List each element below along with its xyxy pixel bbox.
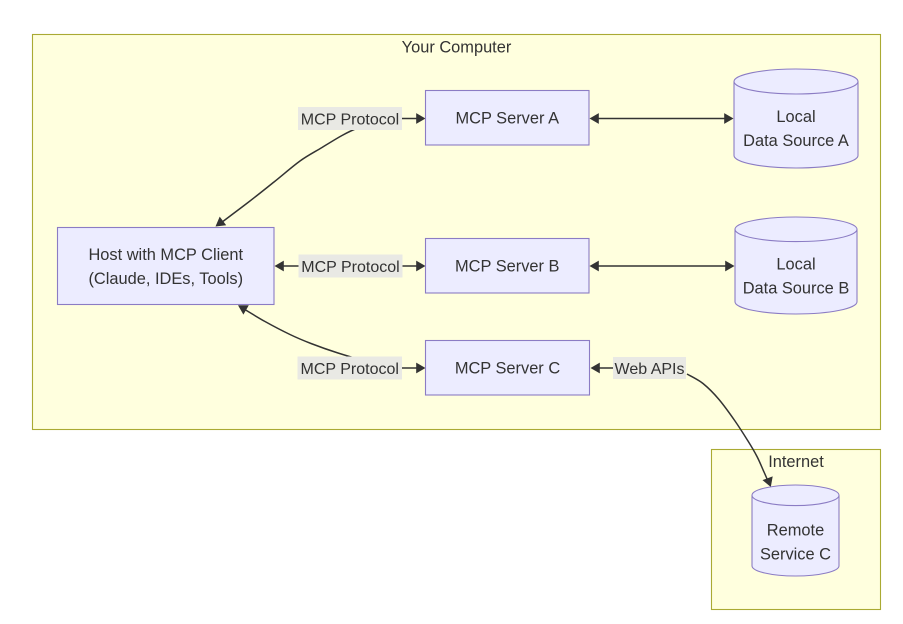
- svg-text:Remote: Remote: [767, 522, 824, 540]
- svg-text:MCP Protocol: MCP Protocol: [301, 111, 399, 128]
- svg-text:MCP Protocol: MCP Protocol: [301, 259, 399, 276]
- svg-text:Data Source B: Data Source B: [743, 280, 850, 298]
- svg-text:MCP Server C: MCP Server C: [455, 360, 561, 378]
- svg-text:Your Computer: Your Computer: [402, 39, 512, 57]
- svg-text:MCP Server B: MCP Server B: [455, 258, 560, 276]
- svg-text:Service C: Service C: [760, 546, 831, 564]
- svg-text:Data Source A: Data Source A: [743, 132, 849, 150]
- svg-text:Local: Local: [776, 256, 815, 274]
- svg-text:MCP Server A: MCP Server A: [455, 110, 559, 128]
- svg-text:MCP Protocol: MCP Protocol: [301, 361, 399, 378]
- svg-text:(Claude, IDEs, Tools): (Claude, IDEs, Tools): [88, 270, 243, 288]
- svg-text:Local: Local: [776, 108, 815, 126]
- svg-text:Host with MCP Client: Host with MCP Client: [88, 246, 243, 264]
- svg-text:Web APIs: Web APIs: [615, 361, 685, 378]
- svg-text:Internet: Internet: [768, 453, 824, 471]
